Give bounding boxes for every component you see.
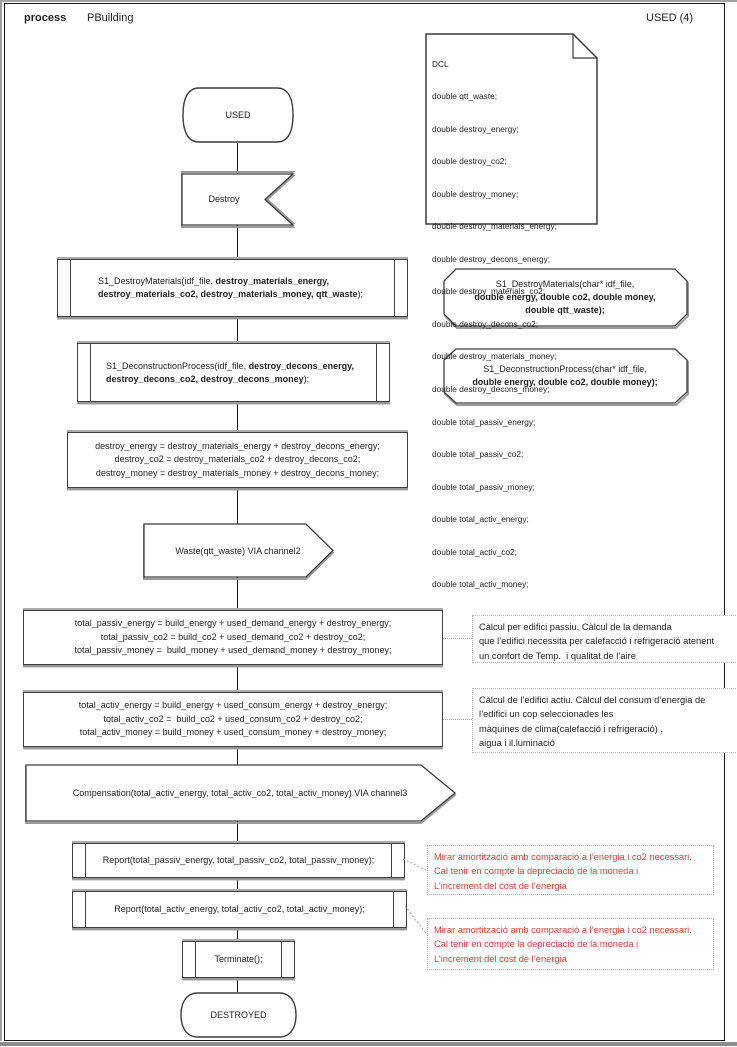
diagram-frame — [4, 3, 725, 1041]
page-label: USED (4) — [646, 12, 694, 24]
comment-report-activ: Mirar amortització amb comparació a l’en… — [427, 918, 714, 970]
process-kind-label: process — [24, 12, 67, 24]
comment-connector — [402, 858, 429, 872]
procedure-bar-right — [280, 942, 282, 977]
comment-connector — [404, 905, 429, 937]
decl-destroy-materials-shape — [443, 268, 689, 329]
comment-report-passiv: Mirar amortització amb comparació a l’en… — [427, 845, 714, 895]
call-deconstruction-process: S1_DeconstructionProcess(idf_file, destr… — [77, 343, 390, 402]
dcl-declarations: DCL double qtt_waste; double destroy_ene… — [432, 58, 557, 590]
state-used-shape — [182, 87, 294, 143]
output-compensation-shape — [25, 764, 457, 824]
comment-connector — [443, 638, 472, 639]
comment-activ: Càlcul de l’edifici actiu. Càlcul del co… — [472, 688, 737, 753]
procedure-bar-left — [85, 892, 87, 927]
procedure-bar-right — [392, 892, 394, 927]
procedure-bar-right — [390, 844, 392, 877]
procedure-bar-left — [70, 260, 72, 316]
state-used-label: USED — [225, 110, 251, 120]
task-destroy-totals: destroy_energy = destroy_materials_energ… — [67, 432, 408, 488]
output-waste-shape — [143, 523, 335, 580]
output-waste-label: Waste(qtt_waste) VIA channel2 — [175, 545, 301, 556]
procedure-bar-left — [85, 844, 87, 877]
decl-deconstruction-shape — [443, 348, 689, 406]
task-total-passiv: total_passiv_energy = build_energy + use… — [23, 610, 443, 665]
output-compensation-label: Compensation(total_activ_energy, total_a… — [72, 787, 408, 798]
call-terminate: Terminate(); — [182, 941, 295, 978]
frame-shadow-bottom — [0, 1042, 737, 1046]
dcl-note-shape — [425, 33, 598, 225]
folded-corner-icon — [572, 34, 597, 59]
comment-connector — [443, 719, 472, 720]
decl-deconstruction-text: S1_DeconstructionProcess(char* idf_file,… — [472, 363, 658, 387]
state-destroyed-label: DESTROYED — [210, 1009, 267, 1020]
process-name: PBuilding — [87, 12, 134, 24]
input-destroy-label: Destroy — [208, 194, 240, 204]
state-destroyed-shape — [180, 992, 297, 1038]
procedure-bar-right — [375, 344, 377, 401]
comment-passiv: Càlcul per edifici passiu. Càlcul de la … — [472, 615, 737, 663]
task-total-activ: total_activ_energy = build_energy + used… — [23, 692, 443, 747]
call-report-passiv: Report(total_passiv_energy, total_passiv… — [72, 843, 405, 878]
input-destroy-shape — [181, 171, 296, 228]
decl-destroy-materials-text: S1_DestroyMaterials(char* idf_file, doub… — [474, 278, 656, 315]
call-report-activ: Report(total_activ_energy, total_activ_c… — [72, 891, 407, 928]
call-destroy-materials: S1_DestroyMaterials(idf_file, destroy_ma… — [57, 259, 408, 317]
procedure-bar-right — [393, 260, 395, 316]
procedure-bar-left — [90, 344, 92, 401]
procedure-bar-left — [195, 942, 197, 977]
frame-shadow-left — [0, 0, 2, 1041]
frame-shadow-top — [0, 0, 737, 2]
